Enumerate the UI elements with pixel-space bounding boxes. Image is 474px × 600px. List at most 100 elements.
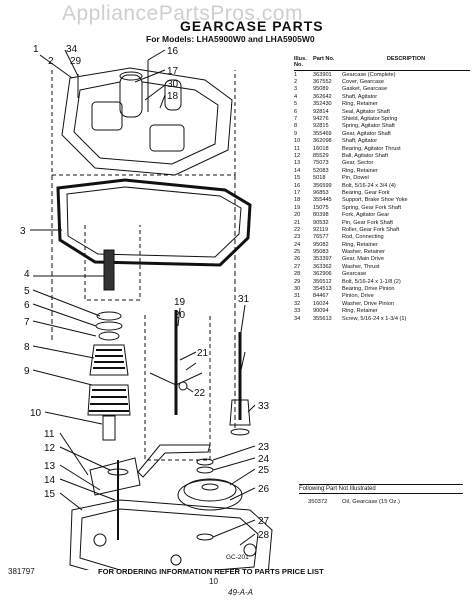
table-row: 20 80398 Fork, Agitator Gear: [294, 212, 470, 219]
figure-code: GC-201: [226, 554, 249, 561]
row-part-no: 356599: [313, 182, 332, 189]
row-description: Ring, Retainer: [342, 241, 378, 248]
row-illus-no: 15: [294, 175, 301, 182]
row-part-no: 95089: [313, 86, 329, 93]
row-part-no: 355613: [313, 315, 332, 322]
row-part-no: 356512: [313, 278, 332, 285]
row-description: Shaft, Agitator: [342, 138, 378, 145]
callout-18: 18: [167, 91, 179, 102]
not-illustrated-title: Following Part Not Illustrated: [299, 486, 463, 494]
row-part-no: 362642: [313, 93, 332, 100]
row-illus-no: 17: [294, 189, 301, 196]
row-description: Bearing, Agitator Thrust: [342, 145, 401, 152]
callout-19: 19: [174, 297, 186, 308]
row-description: Gear, Main Drive: [342, 256, 384, 263]
row-description: Support, Brake Shoe Yoke: [342, 197, 408, 204]
row-description: Washer, Drive Pinion: [342, 300, 395, 307]
row-description: Fork, Agitator Gear: [342, 212, 390, 219]
row-part-no: 363362: [313, 263, 332, 270]
not-illustrated-row: 350372 Oil, Gearcase (15 Oz.): [299, 499, 463, 506]
row-part-no: 16018: [313, 145, 329, 152]
revision-stamp: 49-A-A: [228, 588, 253, 597]
row-illus-no: 14: [294, 167, 301, 174]
not-illustrated-desc: Oil, Gearcase (15 Oz.): [342, 499, 400, 505]
row-description: Washer, Thrust: [342, 263, 380, 270]
callout-31: 31: [238, 294, 250, 305]
table-row: 12 85529 Ball, Agitator Shaft: [294, 153, 470, 160]
parts-table-header: Illus. No. Part No. DESCRIPTION: [294, 56, 470, 71]
row-illus-no: 3: [294, 86, 298, 93]
row-description: Bolt, 5/16-24 x 3/4 (4): [342, 182, 396, 189]
row-part-no: 76577: [313, 234, 329, 241]
row-illus-no: 1: [294, 71, 298, 78]
row-illus-no: 7: [294, 116, 298, 123]
row-part-no: 15075: [313, 204, 329, 211]
row-illus-no: 8: [294, 123, 298, 130]
callout-27: 27: [258, 516, 270, 527]
row-description: Ball, Agitator Shaft: [342, 153, 389, 159]
callout-22: 22: [194, 388, 206, 399]
row-description: Screw, 5/16-24 x 1-3/4 (1): [342, 315, 407, 322]
row-part-no: 85529: [313, 153, 329, 159]
callout-30: 30: [167, 79, 179, 90]
row-part-no: 80398: [313, 212, 329, 219]
row-illus-no: 32: [294, 300, 301, 307]
row-part-no: 362906: [313, 271, 332, 278]
callout-20: 20: [174, 310, 186, 321]
callout-26: 26: [258, 484, 270, 495]
row-description: Rod, Connecting: [342, 234, 384, 241]
row-description: Seal, Agitator Shaft: [342, 108, 390, 115]
callout-23: 23: [258, 442, 270, 453]
watermark: AppliancePartsPros.com: [62, 2, 303, 25]
callout-10: 10: [30, 408, 42, 419]
row-description: Ring, Retainer: [342, 308, 378, 315]
row-part-no: 90532: [313, 219, 329, 226]
callout-34: 34: [66, 44, 78, 55]
row-description: Ring, Retainer: [342, 167, 378, 174]
row-illus-no: 33: [294, 308, 301, 315]
row-part-no: 362098: [313, 138, 332, 145]
row-illus-no: 29: [294, 278, 301, 285]
row-illus-no: 20: [294, 212, 301, 219]
row-description: Washer, Retainer: [342, 249, 386, 256]
row-description: Shield, Agitator Spring: [342, 116, 398, 123]
row-part-no: 355469: [313, 130, 332, 137]
callout-24: 24: [258, 454, 270, 465]
callout-13: 13: [44, 461, 56, 472]
callout-8: 8: [24, 342, 30, 353]
page-number: 10: [209, 577, 218, 586]
callout-33: 33: [258, 401, 270, 412]
row-illus-no: 9: [294, 130, 298, 137]
row-part-no: 92815: [313, 123, 329, 130]
row-description: Pin, Gear Fork Shaft: [342, 219, 393, 226]
header-description: DESCRIPTION: [386, 56, 426, 62]
row-part-no: 52083: [313, 167, 329, 174]
row-illus-no: 11: [294, 145, 300, 152]
callout-29: 29: [70, 56, 82, 67]
row-part-no: 353397: [313, 256, 332, 263]
row-illus-no: 19: [294, 204, 301, 211]
row-description: Pin, Dowel: [342, 175, 369, 182]
row-description: Ring, Retainer: [342, 101, 378, 108]
header-illus-no: Illus. No.: [294, 56, 307, 69]
row-illus-no: 24: [294, 241, 301, 248]
row-description: Bolt, 5/16-24 x 1-1/8 (2): [342, 278, 401, 285]
row-illus-no: 12: [294, 153, 301, 159]
table-row: 14 52083 Ring, Retainer: [294, 168, 470, 175]
row-description: Bearing, Gear Fork: [342, 189, 390, 196]
row-illus-no: 31: [294, 293, 301, 300]
